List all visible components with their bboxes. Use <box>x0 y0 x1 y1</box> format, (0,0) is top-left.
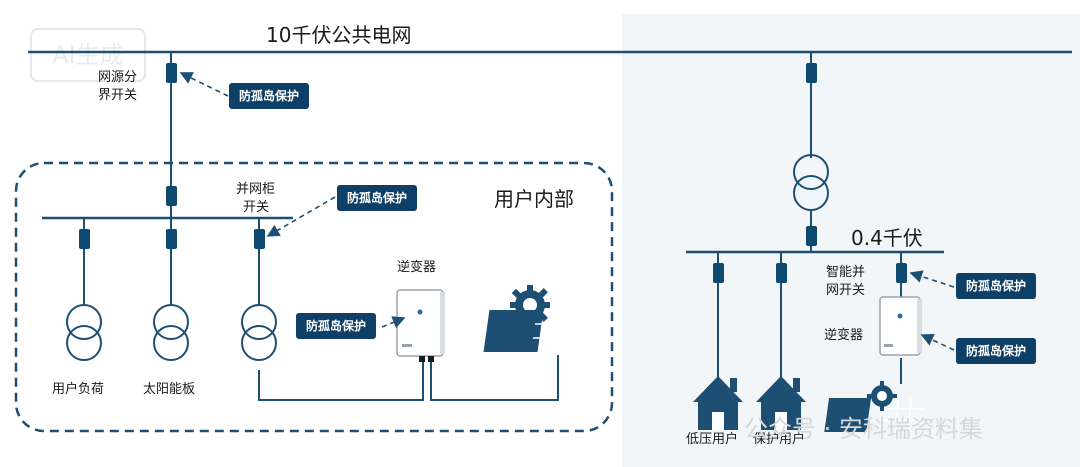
smart-grid-switch <box>896 263 907 283</box>
anti-islanding-tag-4: 防孤岛保护 <box>956 273 1037 299</box>
anti-islanding-tag-5: 防孤岛保护 <box>956 338 1037 364</box>
label-user-load: 用户负荷 <box>52 382 105 397</box>
protected-user-house-icon <box>756 376 806 430</box>
inverter-icon-left <box>396 289 445 362</box>
solar-transformer-icon <box>153 304 189 361</box>
right-panel-background <box>622 14 1080 467</box>
label-source-switch-a: 网源分 <box>98 70 138 85</box>
solar-panel-icon-left <box>483 285 584 353</box>
label-user-internal: 用户内部 <box>494 187 574 211</box>
inverter-to-panel-line <box>430 355 559 401</box>
anti-islanding-tag-2: 防孤岛保护 <box>337 185 418 211</box>
grid-title: 10千伏公共电网 <box>266 23 412 47</box>
cabinet-switch <box>254 229 265 249</box>
label-cabinet-switch-a: 并网柜 <box>236 182 276 197</box>
low-voltage-user-house-icon <box>693 376 743 430</box>
upper-bus-switch <box>166 186 177 206</box>
inverter-icon-right <box>879 296 922 356</box>
label-low-voltage-user: 低压用户 <box>686 432 739 447</box>
anti-islanding-tag-1: 防孤岛保护 <box>229 83 310 109</box>
cabinet-to-inverter-line <box>258 360 424 401</box>
label-source-switch-b: 界开关 <box>98 88 138 103</box>
right-lv-switch <box>806 226 817 246</box>
label-smart-switch-b: 网开关 <box>826 283 866 298</box>
label-smart-switch-a: 智能并 <box>826 265 866 280</box>
user-load-transformer-icon <box>66 304 102 361</box>
source-watermark: 公众号 · 安科瑞资料集 <box>744 415 983 443</box>
label-solar-panel: 太阳能板 <box>143 382 196 397</box>
right-transformer-icon <box>793 154 829 211</box>
tag5-arrow <box>920 333 955 351</box>
cabinet-transformer-icon <box>241 304 277 361</box>
user-load-switch <box>79 229 90 249</box>
label-low-voltage: 0.4千伏 <box>851 226 923 250</box>
ai-generated-badge: AI生成 <box>30 28 146 82</box>
solar-panel-icon-right <box>824 381 924 433</box>
label-cabinet-switch-b: 开关 <box>243 200 270 215</box>
protected-user-switch <box>776 263 787 283</box>
low-voltage-user-switch <box>713 263 724 283</box>
tag4-arrow <box>909 270 955 288</box>
user-internal-boundary <box>14 161 614 433</box>
label-inverter-left: 逆变器 <box>397 260 437 275</box>
right-main-switch <box>806 63 817 83</box>
anti-islanding-tag-3: 防孤岛保护 <box>296 313 377 339</box>
tag2-arrow <box>266 196 336 237</box>
tag1-arrow <box>179 72 229 97</box>
label-protected-user: 保护用户 <box>753 432 806 447</box>
source-boundary-switch <box>166 63 177 83</box>
solar-branch-switch <box>166 229 177 249</box>
label-inverter-right: 逆变器 <box>824 328 864 343</box>
tag3-arrow <box>381 316 406 329</box>
